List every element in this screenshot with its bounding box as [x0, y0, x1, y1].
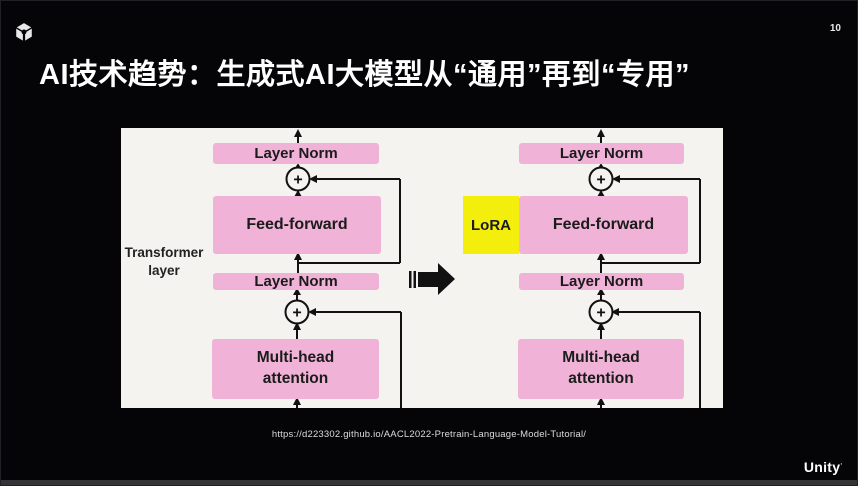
multi-head-attention-box: Multi-head attention — [518, 339, 684, 399]
bottom-strip — [1, 480, 857, 485]
transformer-layer-label-line1: Transformer — [124, 245, 204, 260]
feed-forward-box: Feed-forward — [213, 196, 381, 254]
lora-box: LoRA — [463, 196, 519, 254]
multi-head-label-line2: attention — [568, 370, 634, 387]
residual-add-symbol: + — [596, 305, 605, 322]
unity-cube-icon — [16, 23, 32, 41]
residual-add-symbol: + — [293, 172, 302, 189]
transformer-layer-label-line2: layer — [148, 262, 180, 278]
page-number: 10 — [829, 23, 841, 34]
multi-head-attention-box: Multi-head attention — [212, 339, 379, 399]
layer-norm-box: Layer Norm — [519, 143, 684, 164]
unity-wordmark: Unity· — [804, 459, 843, 475]
multi-head-label-line1: Multi-head — [562, 349, 640, 367]
residual-add-symbol: + — [596, 172, 605, 189]
layer-norm-box: Layer Norm — [519, 273, 684, 290]
multi-head-label-line1: Multi-head — [256, 349, 335, 367]
transformer-layer-label: Transformer layer — [121, 244, 207, 279]
source-url: https://d223302.github.io/AACL2022-Pretr… — [271, 429, 587, 440]
transformer-diagram-panel: + + — [121, 128, 723, 408]
slide-title: AI技术趋势：生成式AI大模型从“通用”再到“专用” — [39, 59, 691, 91]
layer-norm-box: Layer Norm — [213, 143, 379, 164]
multi-head-label-line2: attention — [262, 370, 329, 387]
feed-forward-box: Feed-forward — [519, 196, 688, 254]
layer-norm-box: Layer Norm — [213, 273, 379, 290]
trademark-mark: · — [840, 461, 843, 469]
transform-arrow — [409, 263, 455, 295]
unity-wordmark-text: Unity — [803, 459, 841, 475]
diagram-connections: + + — [284, 129, 701, 408]
residual-add-symbol: + — [292, 305, 301, 322]
